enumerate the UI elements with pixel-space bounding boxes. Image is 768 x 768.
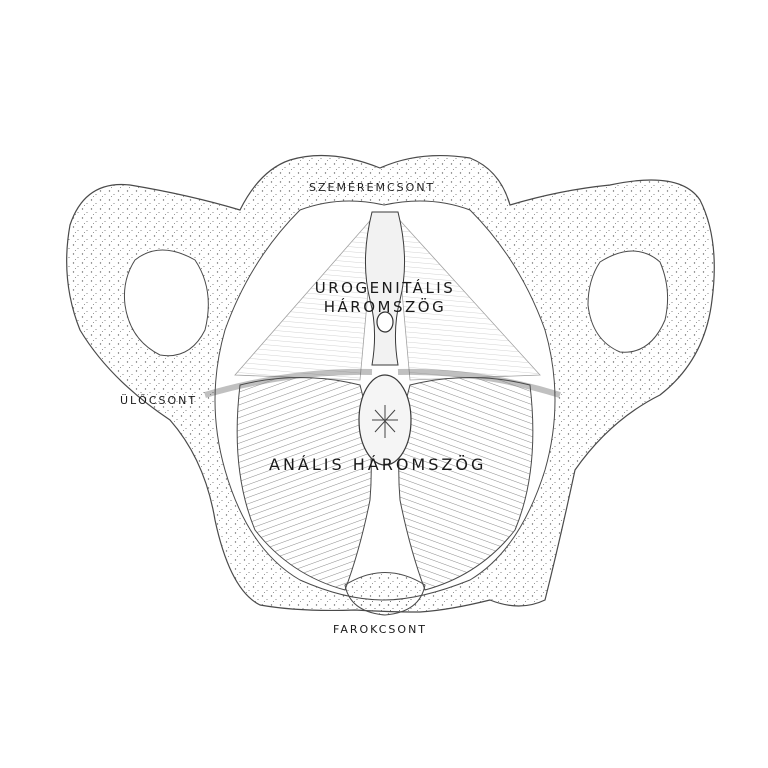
coccyx-bone xyxy=(344,572,426,616)
levator-ani-right xyxy=(398,377,534,591)
right-transverse-perineal xyxy=(397,368,561,398)
label-urogenital-line1: UROGENITÁLIS xyxy=(314,279,456,297)
label-pubis: SZEMÉREMCSONT xyxy=(309,181,436,194)
left-transverse-perineal xyxy=(204,368,373,398)
label-urogenital-line2: HÁROMSZÖG xyxy=(323,298,447,316)
label-anal-triangle: ANÁLIS HÁROMSZÖG xyxy=(269,455,487,474)
label-coccyx: FAROKCSONT xyxy=(333,623,428,636)
label-urogenital-triangle: UROGENITÁLIS HÁROMSZÖG xyxy=(300,279,470,316)
left-obturator-foramen xyxy=(124,249,209,357)
urethral-opening xyxy=(376,311,394,333)
right-obturator-foramen xyxy=(587,250,669,353)
anal-opening xyxy=(372,405,398,438)
urogenital-central-structure xyxy=(365,211,405,366)
levator-ani-left xyxy=(236,377,372,591)
label-ischium: ÜLŐCSONT xyxy=(120,394,198,407)
